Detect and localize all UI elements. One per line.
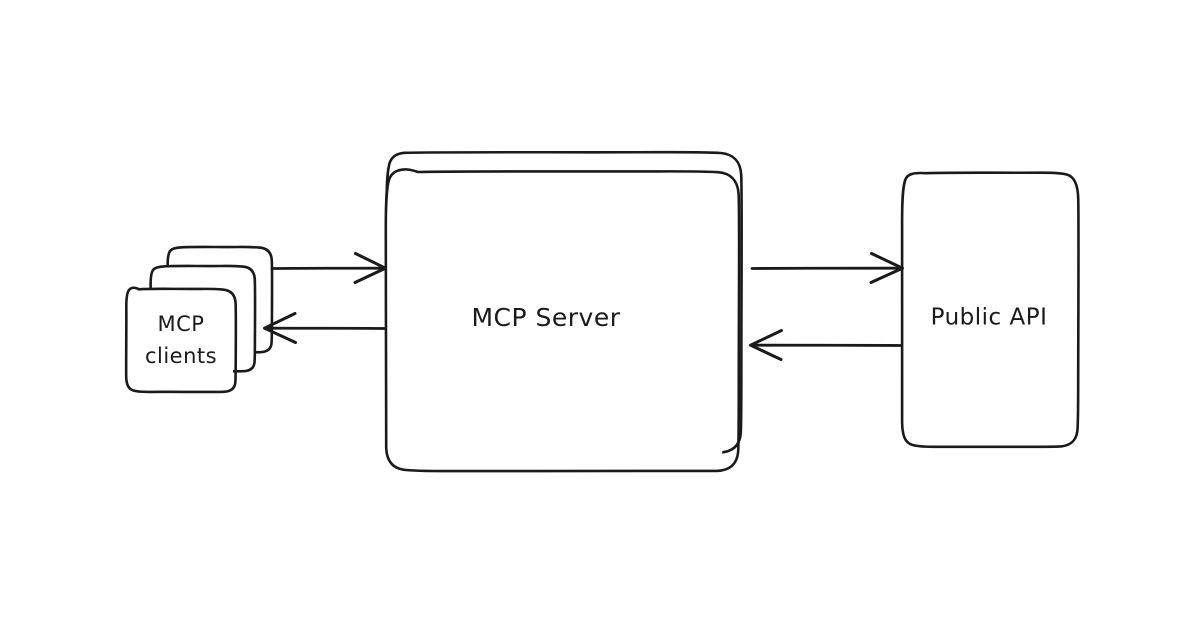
mcp-clients-label-line1: MCP: [158, 312, 205, 336]
mcp-server-stack[interactable]: MCP Server: [384, 150, 743, 473]
mcp-server-card-front: [384, 168, 741, 473]
mcp-clients-label-line2: clients: [145, 344, 217, 368]
public-api-label: Public API: [931, 305, 1048, 331]
mcp-server-label: MCP Server: [471, 303, 620, 332]
mcp-clients-card-front: [124, 286, 238, 394]
arrow-clients-to-server: [270, 252, 387, 284]
public-api-node[interactable]: Public API: [900, 171, 1080, 449]
arrow-server-to-api: [750, 252, 904, 284]
arrow-api-to-server: [749, 329, 903, 361]
arrow-server-to-clients: [263, 312, 386, 344]
mcp-clients-stack[interactable]: MCP clients: [124, 245, 274, 394]
